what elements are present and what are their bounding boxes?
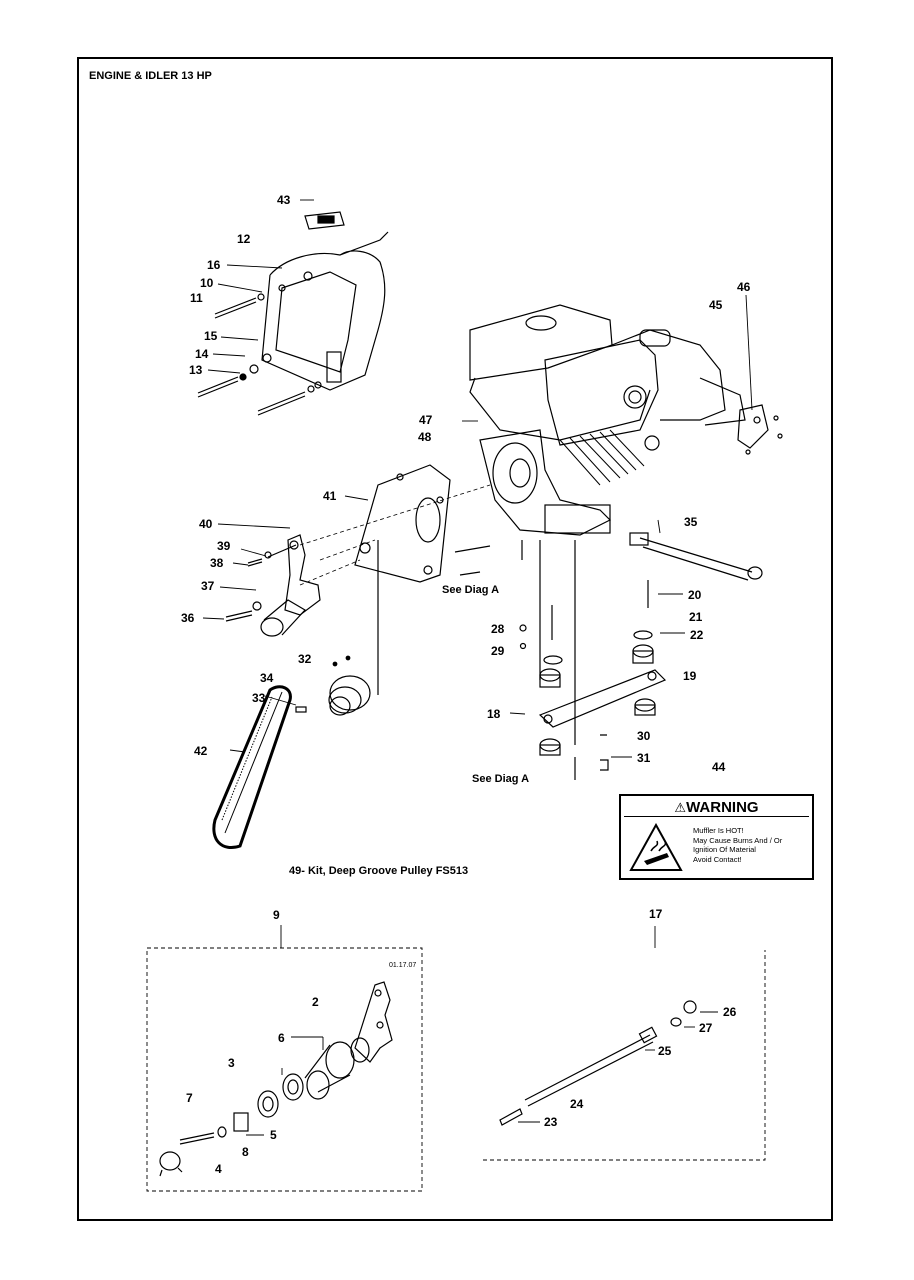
part-label-4: 4	[215, 1162, 222, 1176]
page-title: ENGINE & IDLER 13 HP	[89, 70, 212, 82]
part-label-8: 8	[242, 1145, 249, 1159]
warning-line: May Cause Burns And / Or	[693, 835, 783, 845]
part-label-47: 47	[419, 413, 433, 427]
part-label-17: 17	[649, 907, 663, 921]
part-label-37: 37	[201, 579, 215, 593]
part-label-40: 40	[199, 517, 213, 531]
part-label-10: 10	[200, 276, 214, 290]
kit-note: 49- Kit, Deep Groove Pulley FS513	[289, 865, 469, 877]
see-diag-a-note-lower: See Diag A	[472, 773, 530, 785]
v-belt	[212, 685, 292, 849]
spacer-detail	[159, 1112, 249, 1177]
warning-line: Ignition Of Material	[693, 845, 756, 854]
part-label-34: 34	[260, 671, 274, 685]
mount-rail	[538, 669, 667, 728]
part-label-35: 35	[684, 515, 698, 529]
engine	[469, 304, 746, 536]
part-label-16: 16	[207, 258, 221, 272]
isolators	[539, 630, 656, 756]
warning-line: Muffler Is HOT!	[693, 826, 744, 835]
part-label-25: 25	[658, 1044, 672, 1058]
shaft-detail	[499, 1000, 697, 1126]
drive-pulley	[295, 675, 371, 716]
part-label-20: 20	[688, 588, 702, 602]
part-label-30: 30	[637, 729, 651, 743]
part-label-26: 26	[723, 1005, 737, 1019]
part-label-29: 29	[491, 644, 505, 658]
part-label-14: 14	[195, 347, 209, 361]
part-label-11: 11	[190, 291, 203, 305]
warning-text: Muffler Is HOT! May Cause Burns And / Or…	[693, 826, 782, 864]
part-label-22: 22	[690, 628, 704, 642]
part-label-36: 36	[181, 611, 195, 625]
part-label-18: 18	[487, 707, 501, 721]
drive-shaft	[629, 532, 763, 581]
part-label-41: 41	[323, 489, 337, 503]
part-label-27: 27	[699, 1021, 713, 1035]
warning-triangle-icon: ⚠	[674, 800, 687, 815]
bearings-detail	[257, 1073, 304, 1118]
part-label-6: 6	[278, 1031, 285, 1045]
warning-heading: ⚠WARNING	[624, 799, 809, 817]
part-label-42: 42	[194, 744, 208, 758]
part-label-43: 43	[277, 193, 291, 207]
part-label-19: 19	[683, 669, 697, 683]
muffler-guard	[737, 404, 783, 455]
date-code: 01.17.07	[389, 962, 417, 969]
decal	[304, 211, 345, 230]
part-label-24: 24	[570, 1097, 584, 1111]
part-label-23: 23	[544, 1115, 558, 1129]
part-label-7: 7	[186, 1091, 193, 1105]
warning-line: Avoid Contact!	[693, 854, 742, 864]
hot-surface-icon	[629, 823, 683, 871]
part-label-39: 39	[217, 539, 231, 553]
part-label-38: 38	[210, 556, 224, 570]
part-label-12: 12	[237, 232, 251, 246]
part-label-5: 5	[270, 1128, 277, 1142]
part-label-45: 45	[709, 298, 723, 312]
belt-guard	[261, 231, 389, 391]
warning-decal: ⚠WARNING Muffler Is HOT! May Cause Burns…	[619, 794, 814, 880]
drawing-frame	[77, 57, 833, 1221]
part-label-33: 33	[252, 691, 266, 705]
part-label-28: 28	[491, 622, 505, 636]
part-label-9: 9	[273, 908, 280, 922]
part-label-3: 3	[228, 1056, 235, 1070]
part-label-32: 32	[298, 652, 312, 666]
part-label-15: 15	[204, 329, 218, 343]
part-label-21: 21	[689, 610, 703, 624]
idler-pulley-detail	[304, 1041, 355, 1100]
warning-heading-text: WARNING	[686, 799, 759, 816]
idler-arm-detail	[350, 981, 393, 1063]
part-label-44: 44	[712, 760, 726, 774]
part-label-46: 46	[737, 280, 751, 294]
engine-mounting-plate	[354, 464, 451, 583]
idler-arm	[260, 534, 321, 637]
part-label-2: 2	[312, 995, 319, 1009]
part-label-31: 31	[637, 751, 651, 765]
see-diag-a-note-upper: See Diag A	[442, 584, 500, 596]
part-label-13: 13	[189, 363, 203, 377]
part-label-48: 48	[418, 430, 432, 444]
